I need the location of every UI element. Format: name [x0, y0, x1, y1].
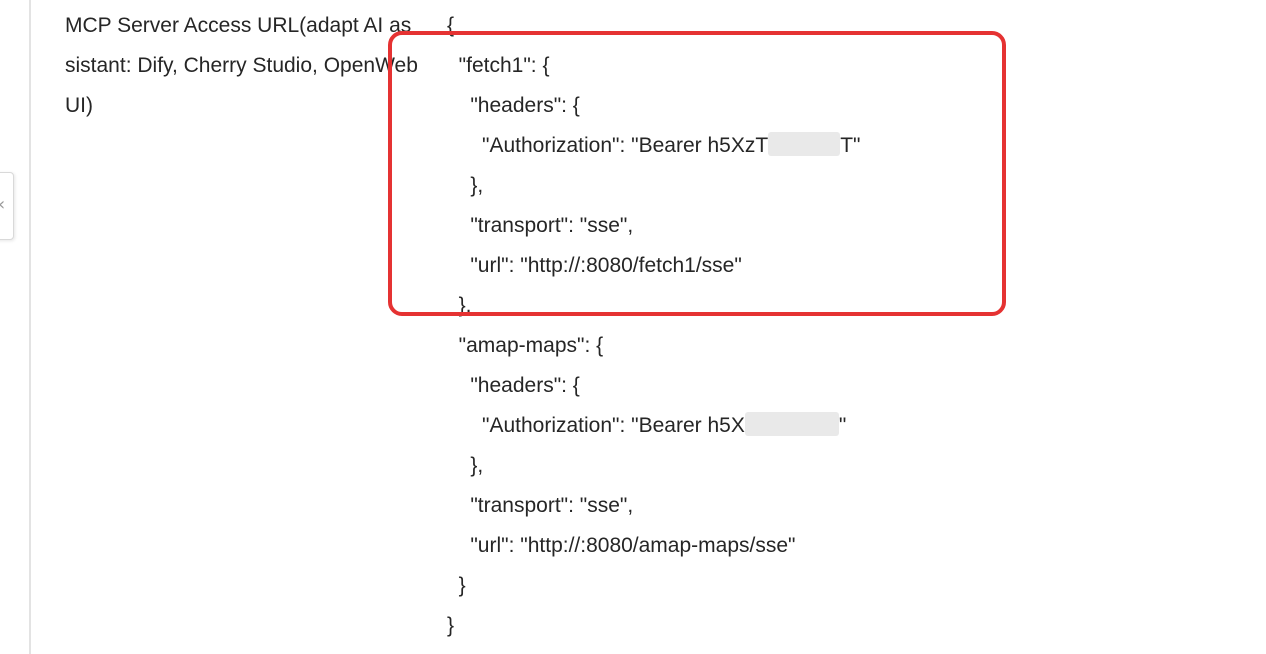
amap-close: } [458, 574, 466, 597]
amap-authorization-prefix: "Authorization": "Bearer h5X [482, 414, 745, 437]
fetch1-url: "url": "http://:8080/fetch1/sse" [470, 254, 742, 277]
fetch1-headers-key: "headers": { [470, 94, 580, 117]
code-line: } [447, 606, 1227, 646]
code-line: "transport": "sse", [447, 206, 1227, 246]
amap-headers-close: }, [470, 454, 484, 477]
redacted-token-mask [744, 412, 839, 436]
json-config-block: { "fetch1": { "headers": { "Authorizatio… [447, 6, 1227, 646]
field-label: MCP Server Access URL(adapt AI assistant… [65, 14, 418, 117]
fetch1-headers-close: }, [470, 174, 484, 197]
code-line: "transport": "sse", [447, 486, 1227, 526]
amap-authorization-suffix: " [838, 414, 847, 437]
fetch1-key: "fetch1": { [458, 54, 550, 77]
code-line: { [447, 6, 1227, 46]
code-line: "Authorization": "Bearer h5XzT T" [447, 126, 1227, 166]
redacted-token-mask [768, 132, 841, 156]
fetch1-close: }, [458, 294, 472, 317]
code-line: }, [447, 166, 1227, 206]
chevron-left-icon: ‹ [0, 195, 5, 215]
left-divider [29, 0, 31, 654]
fetch1-authorization-prefix: "Authorization": "Bearer h5XzT [482, 134, 769, 157]
code-line: }, [447, 286, 1227, 326]
code-line: "headers": { [447, 86, 1227, 126]
sidebar-collapse-button[interactable]: ‹ [0, 172, 14, 240]
code-line: "Authorization": "Bearer h5X " [447, 406, 1227, 446]
amap-maps-key: "amap-maps": { [458, 334, 604, 357]
json-brace-close: } [447, 614, 455, 637]
fetch1-authorization-suffix: T" [840, 134, 861, 157]
code-line: "url": "http://:8080/amap-maps/sse" [447, 526, 1227, 566]
code-line: } [447, 566, 1227, 606]
code-line: "fetch1": { [447, 46, 1227, 86]
amap-transport: "transport": "sse", [470, 494, 634, 517]
code-line: "url": "http://:8080/fetch1/sse" [447, 246, 1227, 286]
amap-headers-key: "headers": { [470, 374, 580, 397]
amap-url: "url": "http://:8080/amap-maps/sse" [470, 534, 796, 557]
code-line: }, [447, 446, 1227, 486]
code-line: "headers": { [447, 366, 1227, 406]
fetch1-transport: "transport": "sse", [470, 214, 634, 237]
json-brace-open: { [447, 14, 455, 37]
code-line: "amap-maps": { [447, 326, 1227, 366]
